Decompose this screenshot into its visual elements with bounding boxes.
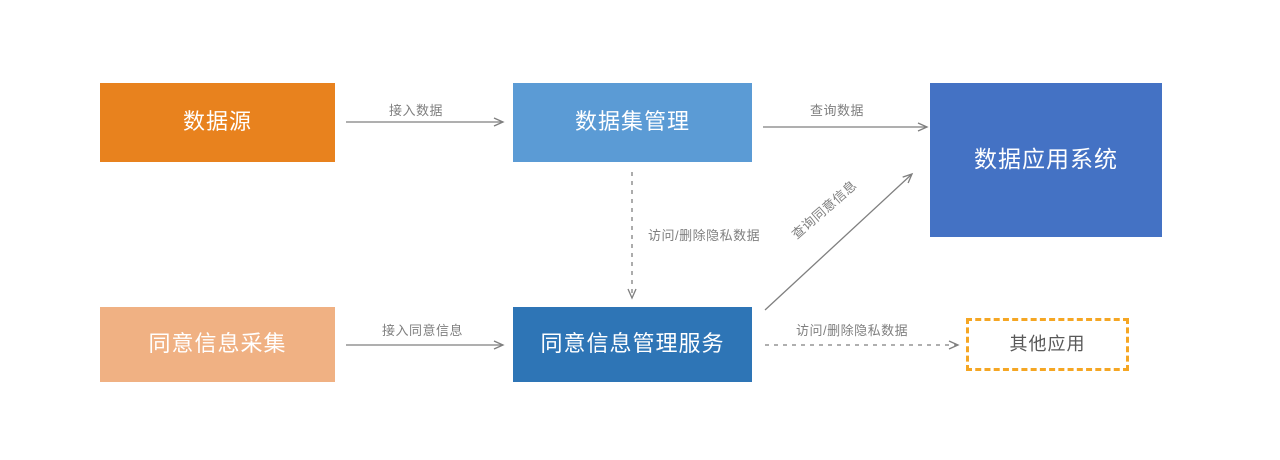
node-data-application-system-label: 数据应用系统 xyxy=(974,146,1118,173)
edge-label-query-data: 查询数据 xyxy=(810,103,865,118)
node-dataset-management-label: 数据集管理 xyxy=(574,109,690,135)
node-consent-collection-label: 同意信息采集 xyxy=(148,331,287,357)
edge-label-ingest-consent: 接入同意信息 xyxy=(382,323,464,338)
node-consent-collection[interactable]: 同意信息采集 xyxy=(100,307,335,382)
edge-label-query-consent-info: 查询同意信息 xyxy=(788,177,860,242)
node-other-applications-label: 其他应用 xyxy=(1009,333,1086,354)
node-consent-management-service-label: 同意信息管理服务 xyxy=(540,331,725,357)
node-data-source-label: 数据源 xyxy=(182,109,252,135)
edge-label-ingest-data: 接入数据 xyxy=(389,103,444,118)
node-other-applications[interactable]: 其他应用 xyxy=(966,318,1129,371)
node-data-source[interactable]: 数据源 xyxy=(100,83,335,162)
node-data-application-system[interactable]: 数据应用系统 xyxy=(930,83,1162,237)
node-consent-management-service[interactable]: 同意信息管理服务 xyxy=(513,307,752,382)
edge-label-access-delete-privacy-data-horizontal: 访问/删除隐私数据 xyxy=(796,323,909,338)
node-dataset-management[interactable]: 数据集管理 xyxy=(513,83,752,162)
edge-label-access-delete-privacy-data-vertical: 访问/删除隐私数据 xyxy=(648,228,761,243)
